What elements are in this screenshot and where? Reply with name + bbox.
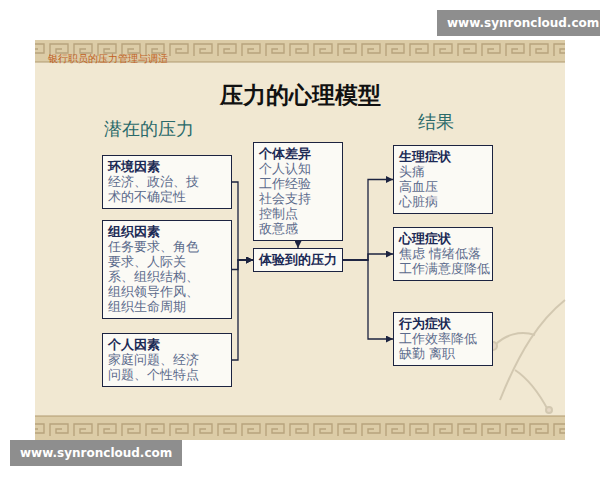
box-body: 家庭问题、经济问题、个性特点 [108,352,209,382]
box-body: 头痛 高血压 心脏病 [399,164,438,209]
connector-arrow [232,260,253,270]
plum-branch [489,300,565,413]
watermark: www.synroncloud.com [437,10,600,36]
bottom-border-band [35,416,565,440]
connector-arrow [343,260,393,339]
section-label: 潜在的压力 [104,117,194,141]
bottom-border-pattern [35,418,565,438]
box-body: 任务要求、角色要求、人际关系、组织结构、组织领导作风、组织生命周期 [108,239,209,314]
connector-arrow [343,254,393,260]
box-heading: 组织因素 [108,224,209,239]
connector-arrow [343,180,393,261]
box-heading: 心理症状 [399,231,488,246]
header-text: 银行职员的压力管理与调适 [48,52,168,66]
box-body: 工作效率降低 缺勤 离职 [399,331,477,361]
box-body: 经济、政治、技术的不确定性 [108,174,209,204]
connector-arrow [232,260,253,360]
box-heading: 个体差异 [259,146,338,161]
connector-arrow [297,241,298,248]
box-heading: 生理症状 [399,149,488,164]
outcome-box: 生理症状头痛 高血压 心脏病 [393,145,493,214]
box-heading: 环境因素 [108,159,209,174]
outcome-box: 心理症状焦虑 情绪低落 工作满意度降低 [393,227,493,281]
box-heading: 个人因素 [108,337,209,352]
bottom-border-line [35,416,565,417]
connector-arrow [232,182,253,260]
watermark: www.synroncloud.com [10,440,182,466]
box-body: 焦虑 情绪低落 工作满意度降低 [399,246,490,276]
stressor-box: 组织因素任务要求、角色要求、人际关系、组织结构、组织领导作风、组织生命周期 [102,220,232,319]
process-box: 体验到的压力 [253,248,343,272]
box-heading: 行为症状 [399,316,488,331]
stressor-box: 环境因素经济、政治、技术的不确定性 [102,155,232,209]
box-heading: 体验到的压力 [259,252,338,267]
diagram-title: 压力的心理模型 [0,80,600,111]
moderator-box: 个体差异个人认知 工作经验 社会支持 控制点 敌意感 [253,142,343,241]
section-label: 结果 [418,110,454,134]
box-body: 个人认知 工作经验 社会支持 控制点 敌意感 [259,161,311,236]
outcome-box: 行为症状工作效率降低 缺勤 离职 [393,312,493,366]
stressor-box: 个人因素家庭问题、经济问题、个性特点 [102,333,232,387]
